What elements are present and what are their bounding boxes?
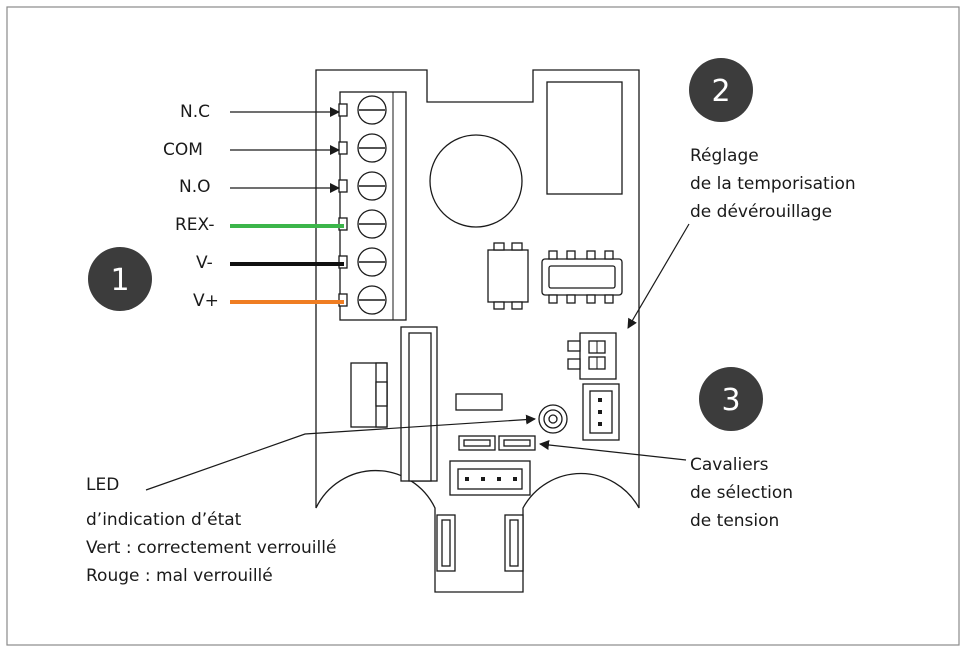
badge-2: 2 bbox=[689, 58, 753, 122]
jumpers-callout-line: Cavaliers bbox=[690, 455, 769, 475]
led-callout-title: LED bbox=[86, 475, 119, 495]
screw-terminal bbox=[357, 247, 387, 277]
terminal-block bbox=[338, 91, 407, 321]
side-component bbox=[350, 362, 388, 428]
screw-terminal bbox=[357, 95, 387, 125]
led-callout-line: Vert : correctement verrouillé bbox=[86, 538, 336, 558]
led-callout-line: Rouge : mal verrouillé bbox=[86, 566, 273, 586]
mounting-slots bbox=[436, 514, 524, 572]
badge-number: 2 bbox=[711, 74, 730, 109]
terminal-label-no: N.O bbox=[179, 177, 211, 197]
dip-chip bbox=[541, 250, 623, 304]
jumpers-callout-line: de sélection bbox=[690, 483, 793, 503]
jumpers-callout: Cavaliers de sélection de tension bbox=[539, 440, 793, 531]
buzzer bbox=[429, 134, 523, 228]
relay bbox=[546, 81, 623, 195]
screw-terminal bbox=[357, 209, 387, 239]
small-ic bbox=[487, 242, 529, 310]
screw-terminal bbox=[357, 171, 387, 201]
timing-callout-line: de la temporisation bbox=[690, 174, 856, 194]
jumpers-callout-arrow bbox=[539, 440, 687, 461]
led-callout: LED d’indication d’état Vert : correctem… bbox=[86, 414, 536, 586]
led-callout-line: d’indication d’état bbox=[86, 510, 242, 530]
connector-3pin bbox=[582, 383, 620, 441]
resistor bbox=[455, 393, 503, 411]
terminal-label-nc: N.C bbox=[180, 102, 210, 122]
badge-3: 3 bbox=[699, 367, 763, 431]
dip-switch bbox=[567, 332, 617, 380]
terminal-label-com: COM bbox=[163, 140, 203, 160]
outer-frame bbox=[6, 6, 960, 646]
terminal-label-vminus: V- bbox=[196, 253, 213, 273]
status-led bbox=[538, 404, 568, 434]
terminal-label-vplus: V+ bbox=[193, 291, 219, 311]
badge-1: 1 bbox=[88, 247, 152, 311]
timing-callout: Réglage de la temporisation de dévérouil… bbox=[627, 146, 856, 329]
screw-terminal bbox=[357, 285, 387, 315]
badge-number: 3 bbox=[721, 383, 740, 418]
led-callout-arrow bbox=[145, 414, 536, 491]
badge-number: 1 bbox=[110, 263, 129, 298]
timing-callout-line: Réglage bbox=[690, 146, 759, 166]
jumpers-callout-line: de tension bbox=[690, 511, 779, 531]
connector-4pin bbox=[449, 460, 531, 496]
voltage-jumpers bbox=[458, 435, 536, 451]
terminal-labels: N.C COM N.O REX- V- V+ bbox=[163, 102, 344, 311]
tall-component bbox=[400, 326, 438, 482]
screw-terminal bbox=[357, 133, 387, 163]
terminal-label-rex: REX- bbox=[175, 215, 215, 235]
timing-callout-line: de dévérouillage bbox=[690, 202, 832, 222]
timing-callout-arrow bbox=[627, 223, 690, 329]
